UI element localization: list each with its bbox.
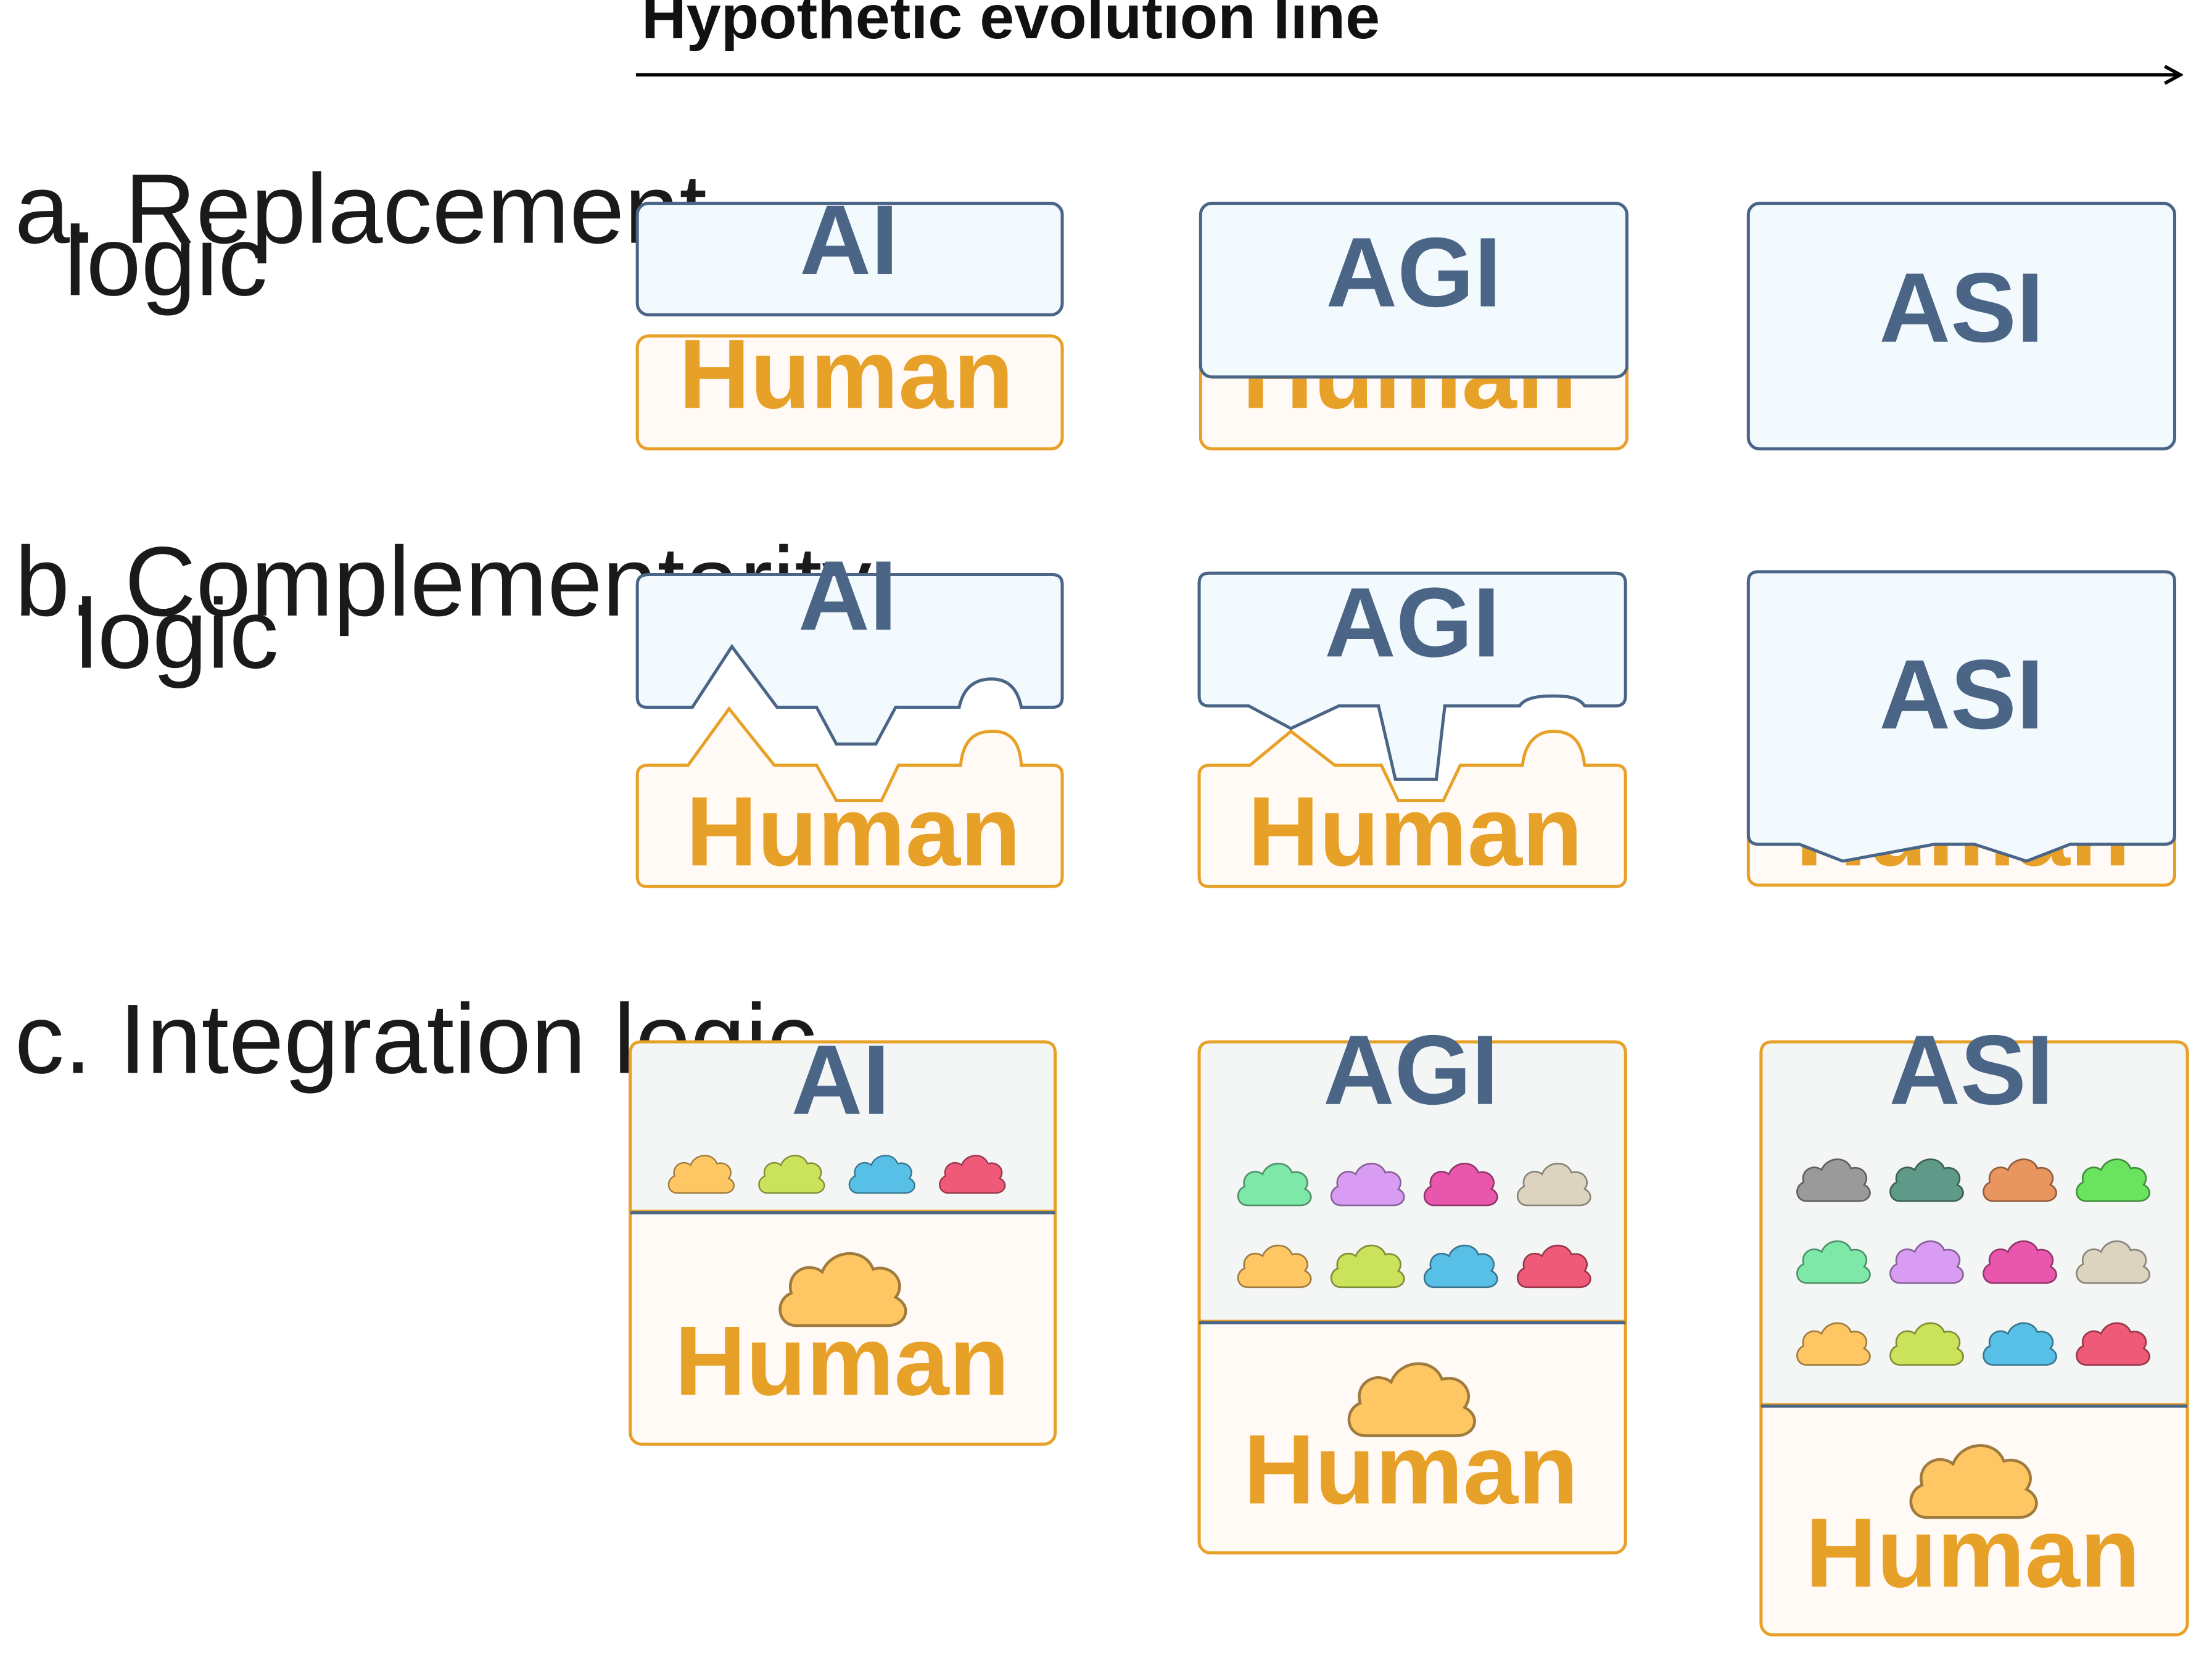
- integration-ai-stage: AI Human: [629, 1025, 1057, 1446]
- ai-label: AI: [799, 184, 898, 295]
- human-label: Human: [1248, 776, 1583, 886]
- timeline: Hypothetic evolution line: [635, 0, 2181, 75]
- human-label: Human: [1244, 1414, 1579, 1524]
- agi-box: [1199, 202, 1629, 379]
- human-puzzle-piece: [1197, 729, 1627, 888]
- agi-label: AGI: [1323, 1015, 1499, 1125]
- complementarity-ai-stage: Human AI: [635, 540, 1064, 888]
- asi-box: [1746, 202, 2177, 451]
- timeline-label: Hypothetic evolution line: [642, 0, 1380, 52]
- human-label: Human: [686, 776, 1021, 886]
- human-box: [635, 334, 1064, 451]
- agi-puzzle-piece: [1197, 571, 1627, 781]
- integration-agi-stage: AGI Human: [1197, 1015, 1627, 1555]
- integration-row: AI Human AGI Human ASI Human: [629, 1015, 2189, 1636]
- ai-puzzle-piece: [635, 572, 1064, 746]
- asi-label: ASI: [1879, 639, 2044, 749]
- asi-label: ASI: [1879, 252, 2044, 363]
- complementarity-agi-stage: Human AGI: [1197, 567, 1627, 888]
- agi-label: AGI: [1324, 567, 1500, 677]
- complementarity-asi-stage: Human ASI: [1746, 570, 2177, 887]
- human-label: Human: [675, 1305, 1010, 1416]
- ai-box: [635, 202, 1064, 316]
- asi-capability-panel: [1759, 1040, 2189, 1406]
- ai-label: AI: [798, 540, 897, 651]
- row-label-replacement-line1: a. Replacement: [15, 154, 707, 264]
- agi-capability-panel: [1197, 1040, 1627, 1323]
- ai-label: AI: [791, 1025, 890, 1135]
- row-label-complementarity-line2: logic: [75, 579, 278, 689]
- human-puzzle-piece: [635, 706, 1064, 888]
- row-label-replacement-line2: logic: [64, 205, 267, 316]
- human-label: Human: [679, 318, 1013, 429]
- replacement-row: Human AI Human AGI ASI: [635, 184, 2177, 451]
- complementarity-row: Human AI Human AGI Human ASI: [635, 540, 2177, 888]
- replacement-asi-stage: ASI: [1746, 202, 2177, 451]
- asi-puzzle-piece: [1746, 570, 2177, 863]
- replacement-ai-stage: Human AI: [635, 184, 1064, 451]
- replacement-agi-stage: Human AGI: [1199, 202, 1629, 451]
- integration-asi-stage: ASI Human: [1759, 1015, 2189, 1636]
- asi-label: ASI: [1889, 1015, 2053, 1125]
- agi-label: AGI: [1326, 217, 1502, 328]
- human-label: Human: [1806, 1497, 2140, 1607]
